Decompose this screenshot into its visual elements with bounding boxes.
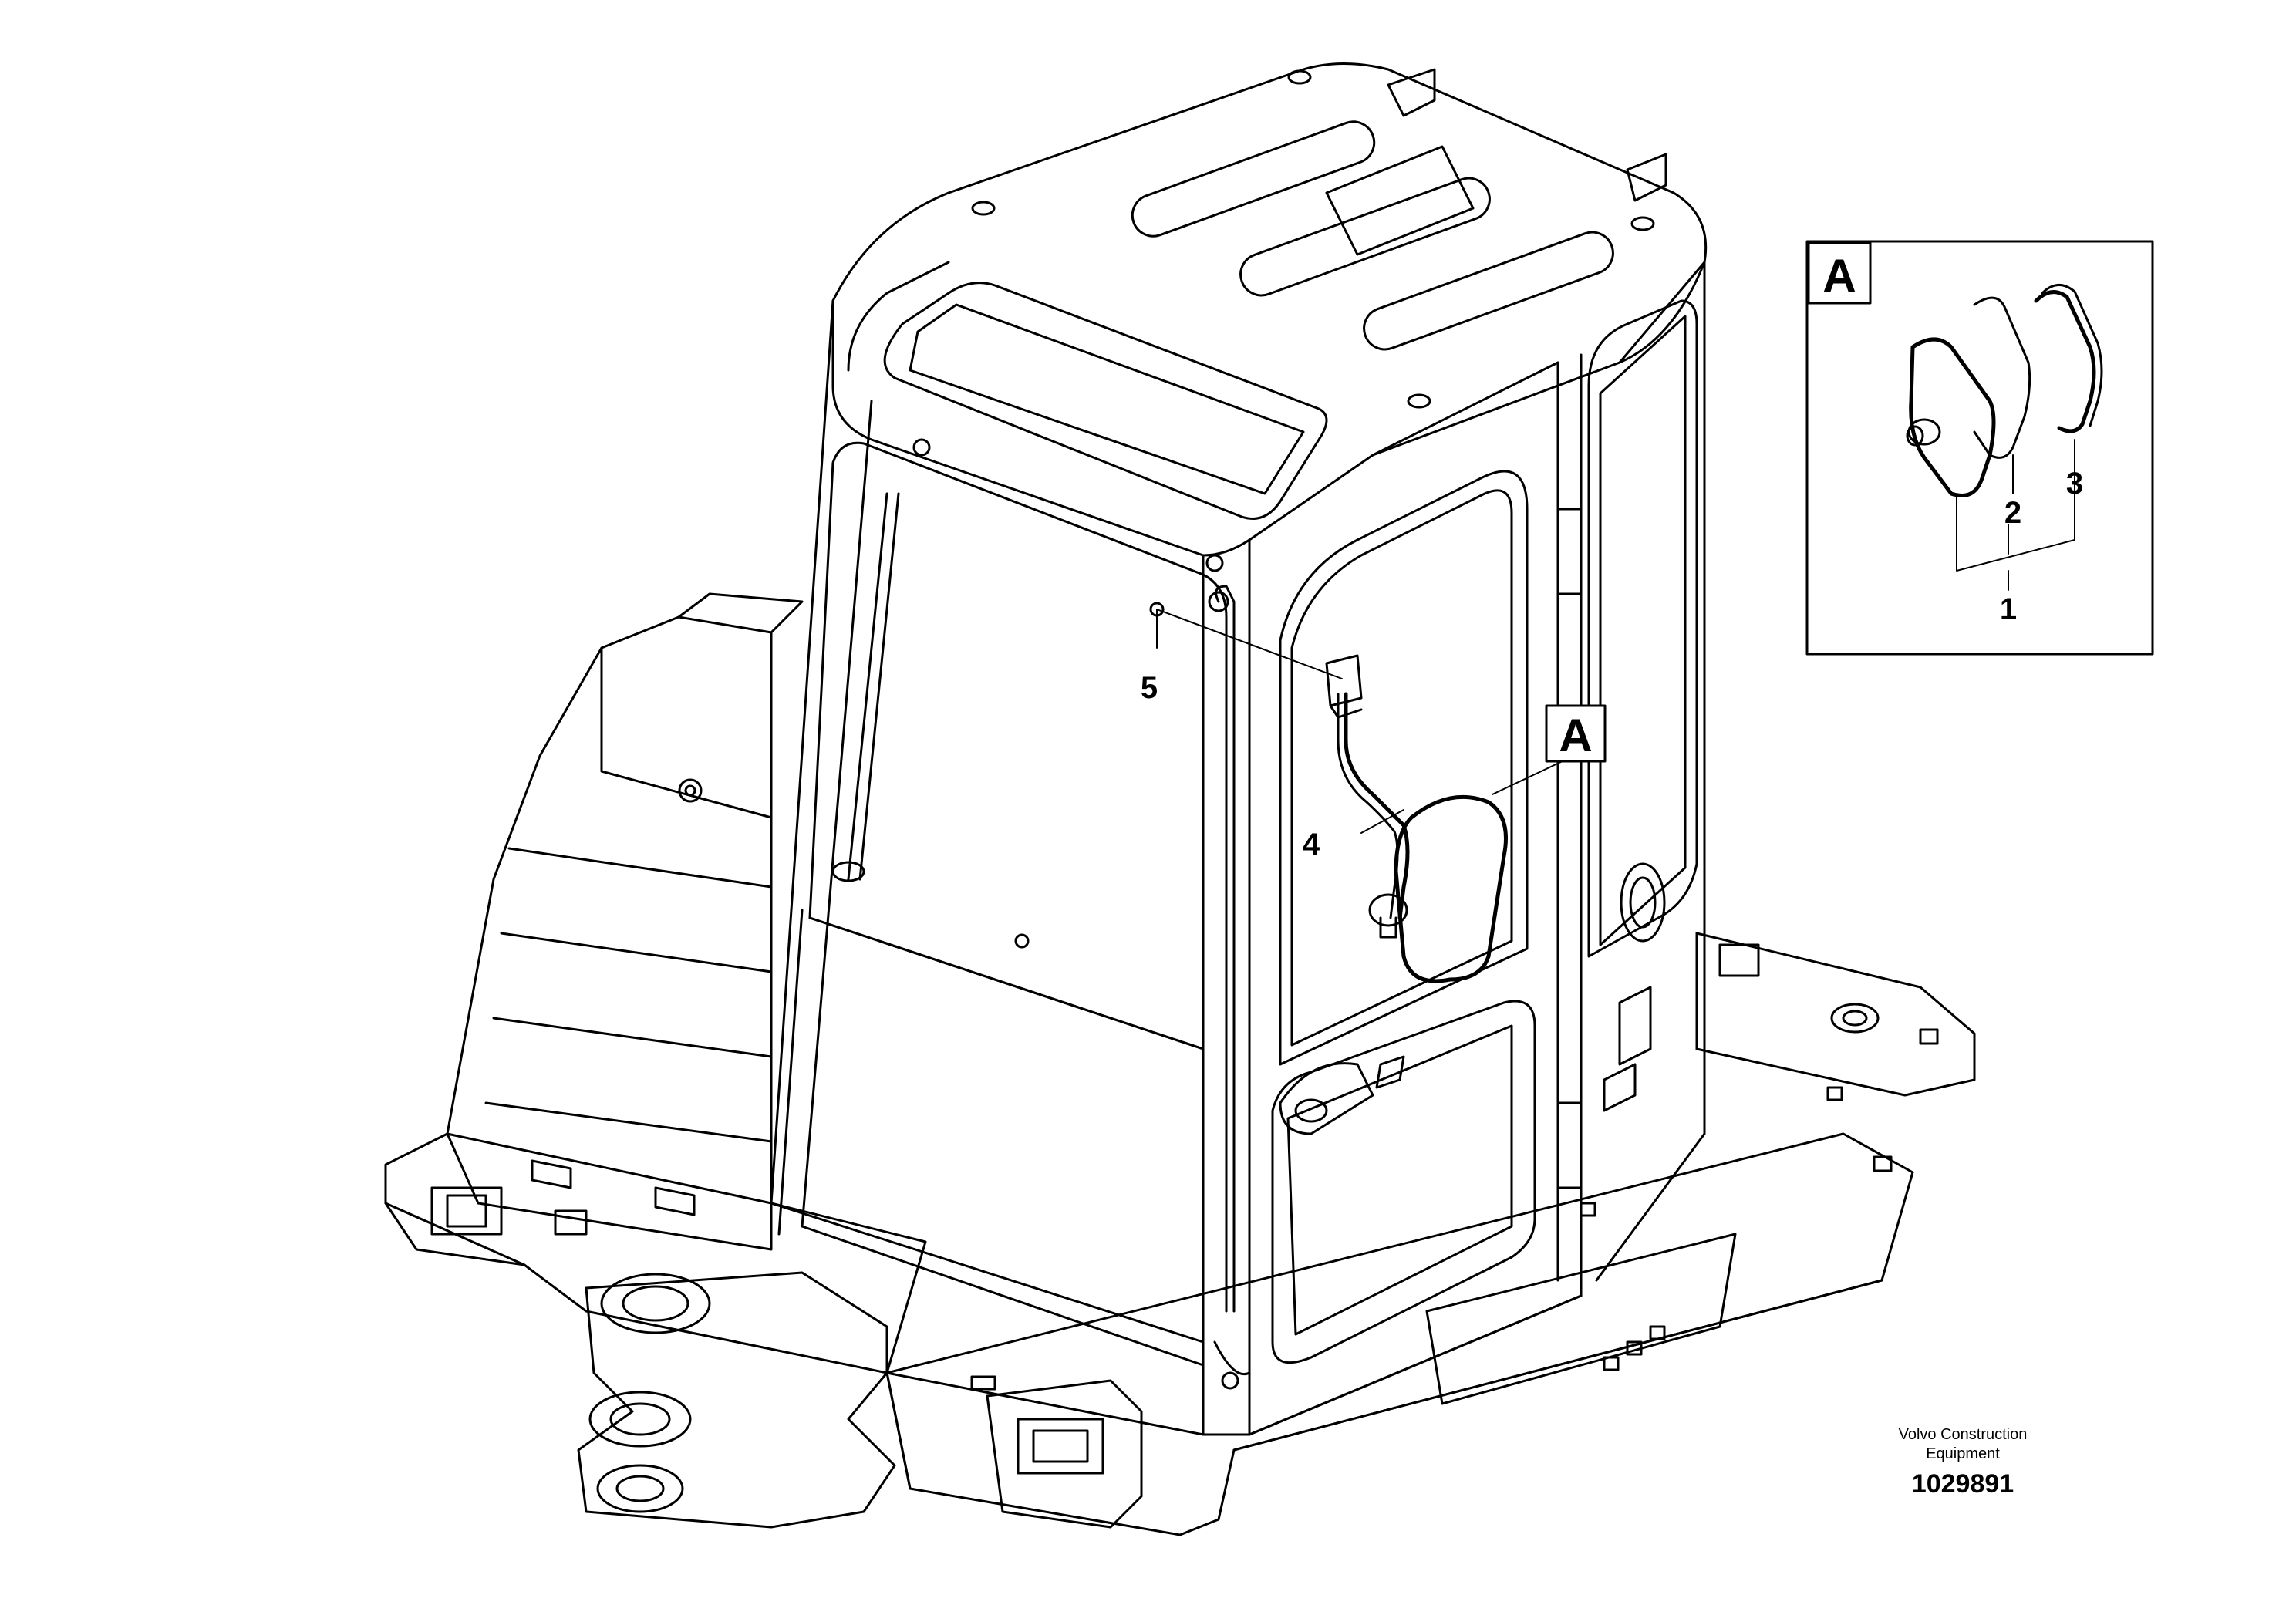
upper-frame [384,592,1976,1536]
detail-a-inset-label: A [1822,250,1856,302]
callout-4: 4 [1303,828,1320,862]
roof-bolt [971,69,1655,409]
inset-callout-3: 3 [2066,467,2083,501]
mirror-assembly [1149,602,1508,983]
company-name-line2: Equipment [1926,1445,2000,1462]
leader-lines [1156,609,1566,834]
inset-callout-1: 1 [2000,592,2017,626]
drawing-credit: Volvo Construction Equipment 1029891 [1899,1426,2028,1499]
detail-a-marker-label: A [1559,710,1592,761]
detail-a-marker: A [1545,704,1607,763]
callout-5: 5 [1141,671,1158,705]
inset-mirror-glass [1973,296,2031,459]
operator-cab [770,62,1708,1436]
inset-mirror [1906,337,1996,497]
inset-callout-2: 2 [2004,496,2021,530]
detail-a-inset: A 1 2 3 [1805,240,2154,656]
drawing-number: 1029891 [1912,1469,2014,1499]
inset-mirror-seal [2034,284,2103,433]
company-name-line1: Volvo Construction [1899,1426,2028,1443]
